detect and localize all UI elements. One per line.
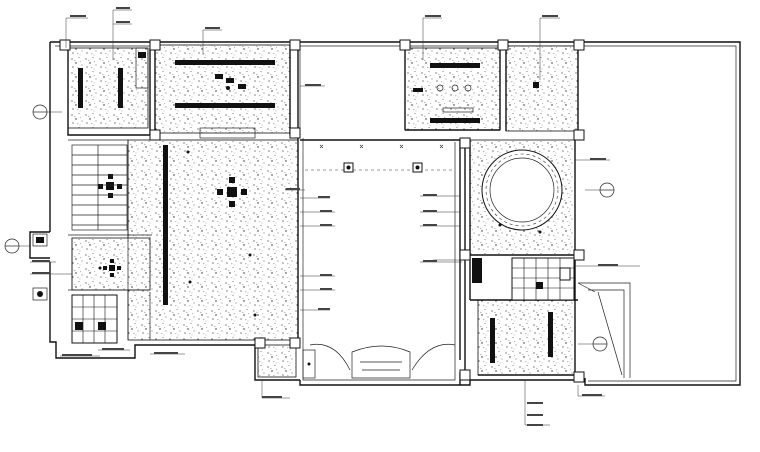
circular-ceiling-dome	[481, 149, 563, 231]
hall-downlights	[305, 144, 455, 173]
section-markers	[4, 104, 615, 352]
entrance-arches	[302, 343, 456, 379]
hatched-ceiling-zones	[67, 44, 579, 378]
pendant-lamp-icons	[98, 74, 539, 277]
exterior-units	[32, 233, 48, 301]
structural-columns	[59, 39, 585, 383]
annotation-leaders	[30, 7, 640, 426]
linear-light-fixtures	[78, 60, 553, 363]
tiled-floor-areas	[71, 257, 575, 344]
ceiling-fixture-dots	[98, 47, 542, 317]
outer-walls	[29, 41, 741, 386]
balcony-outline	[577, 282, 631, 378]
staircase	[71, 144, 128, 231]
